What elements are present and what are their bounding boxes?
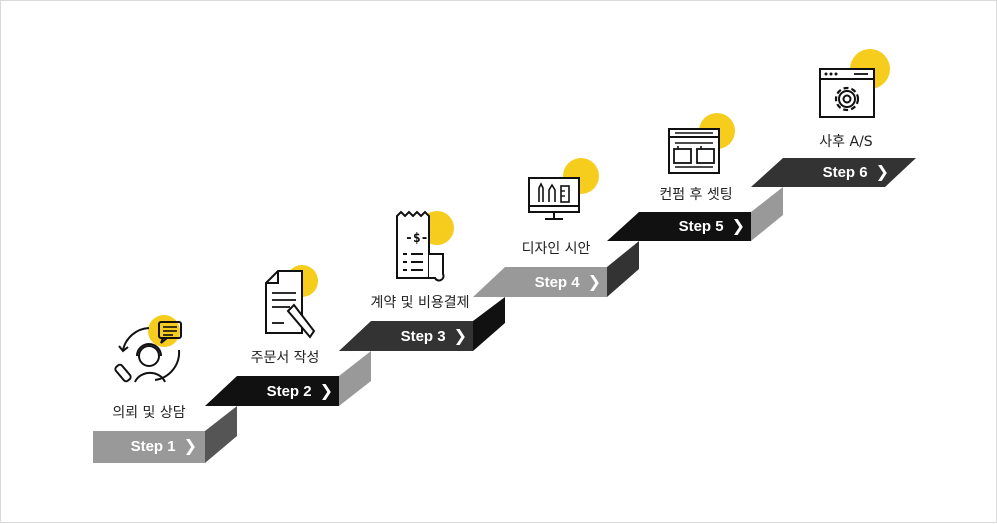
step-5-title: 컨펌 후 셋팅 bbox=[659, 187, 733, 203]
chevron-right-icon: ❯ bbox=[453, 328, 467, 345]
chevron-right-icon: ❯ bbox=[319, 383, 333, 400]
step-5-riser bbox=[751, 187, 783, 241]
step-3-text: Step 3 bbox=[400, 328, 446, 345]
receipt-payment-icon: -$- bbox=[396, 210, 454, 282]
step-2-text: Step 2 bbox=[266, 383, 312, 400]
step-2-label: Step 2 ❯ bbox=[229, 377, 333, 407]
step-6-tread bbox=[751, 158, 916, 187]
step-4-text: Step 4 bbox=[534, 274, 580, 291]
browser-layout-icon bbox=[668, 113, 735, 174]
step-3-label: Step 3 ❯ bbox=[363, 322, 467, 352]
browser-gear-icon bbox=[819, 49, 890, 118]
step-4-label: Step 4 ❯ bbox=[497, 268, 601, 298]
step-1-tread bbox=[93, 431, 205, 463]
consultation-headset-icon bbox=[114, 315, 182, 383]
svg-text:-$-: -$- bbox=[405, 231, 428, 246]
step-2-title: 주문서 작성 bbox=[250, 350, 320, 366]
chevron-right-icon: ❯ bbox=[183, 438, 197, 455]
step-3-tread bbox=[339, 321, 473, 351]
step-6-text: Step 6 bbox=[822, 164, 868, 181]
step-6-label: Step 6 ❯ bbox=[777, 158, 889, 188]
order-form-pencil-icon bbox=[265, 265, 318, 339]
step-1-title: 의뢰 및 상담 bbox=[112, 405, 186, 421]
step-5-tread bbox=[607, 212, 751, 241]
chevron-right-icon: ❯ bbox=[587, 274, 601, 291]
step-1-text: Step 1 bbox=[130, 438, 176, 455]
chevron-right-icon: ❯ bbox=[875, 164, 889, 181]
step-1-riser bbox=[205, 406, 237, 463]
step-4-riser bbox=[607, 241, 639, 297]
step-5-label: Step 5 ❯ bbox=[631, 212, 745, 242]
step-3-title: 계약 및 비용결제 bbox=[370, 295, 470, 311]
step-4-title: 디자인 시안 bbox=[521, 241, 591, 257]
step-3-riser bbox=[473, 297, 505, 351]
step-2-tread bbox=[205, 376, 339, 406]
step-4-tread bbox=[473, 267, 607, 297]
step-5-text: Step 5 bbox=[678, 218, 724, 235]
step-2-riser bbox=[339, 351, 371, 406]
step-1-label: Step 1 ❯ bbox=[97, 432, 197, 462]
design-monitor-icon bbox=[528, 158, 599, 220]
step-6-title: 사후 A/S bbox=[819, 134, 873, 150]
chevron-right-icon: ❯ bbox=[731, 218, 745, 235]
